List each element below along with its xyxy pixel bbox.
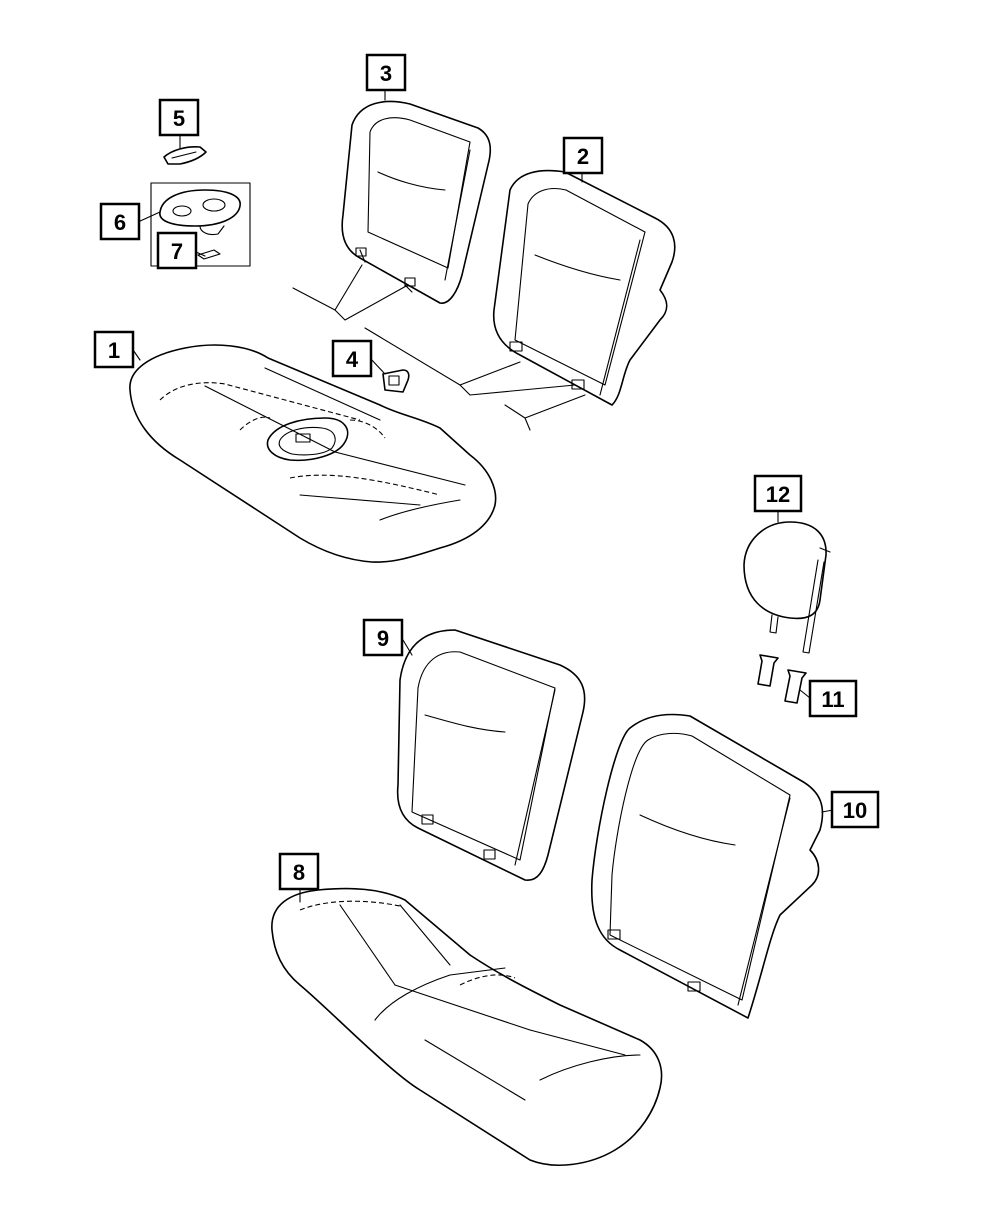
callout-7-label: 7 [171,239,183,264]
cupholder-group-part-6-7 [150,182,251,267]
callout-8-label: 8 [293,860,305,885]
leader-lines [130,89,834,903]
callout-5-label: 5 [173,106,185,131]
seat-cushion-part-1 [129,344,497,563]
bracket-part-4 [382,369,410,393]
callout-2-label: 2 [577,144,589,169]
cover-part-5 [163,146,207,165]
headrest-part-12 [743,521,831,654]
attachment-lines [292,264,586,431]
callout-8: 8 [278,852,320,891]
callout-1-label: 1 [108,338,120,363]
callout-11-label: 11 [821,687,844,712]
callout-9: 9 [362,618,404,657]
seat-cushion-part-8 [271,887,663,1166]
seat-back-part-3 [341,100,492,304]
callout-6: 6 [99,202,141,241]
callout-12: 12 [753,474,803,513]
callout-1: 1 [93,330,135,369]
callout-3-label: 3 [380,61,392,86]
seat-back-part-2 [492,169,676,406]
callout-3: 3 [365,53,407,92]
callout-6-label: 6 [114,210,126,235]
callout-10-label: 10 [843,798,867,823]
callout-4-label: 4 [346,347,359,372]
seat-back-part-9 [396,629,586,881]
callout-5: 5 [158,98,200,137]
callout-11: 11 [808,679,858,718]
callout-4: 4 [331,339,373,378]
callout-10: 10 [830,790,880,829]
callout-7: 7 [156,231,198,270]
guide-sleeves-part-11 [757,654,807,704]
callout-9-label: 9 [377,626,389,651]
callout-12-label: 12 [766,482,790,507]
callout-2: 2 [562,136,604,175]
seat-back-part-10 [590,713,824,1019]
